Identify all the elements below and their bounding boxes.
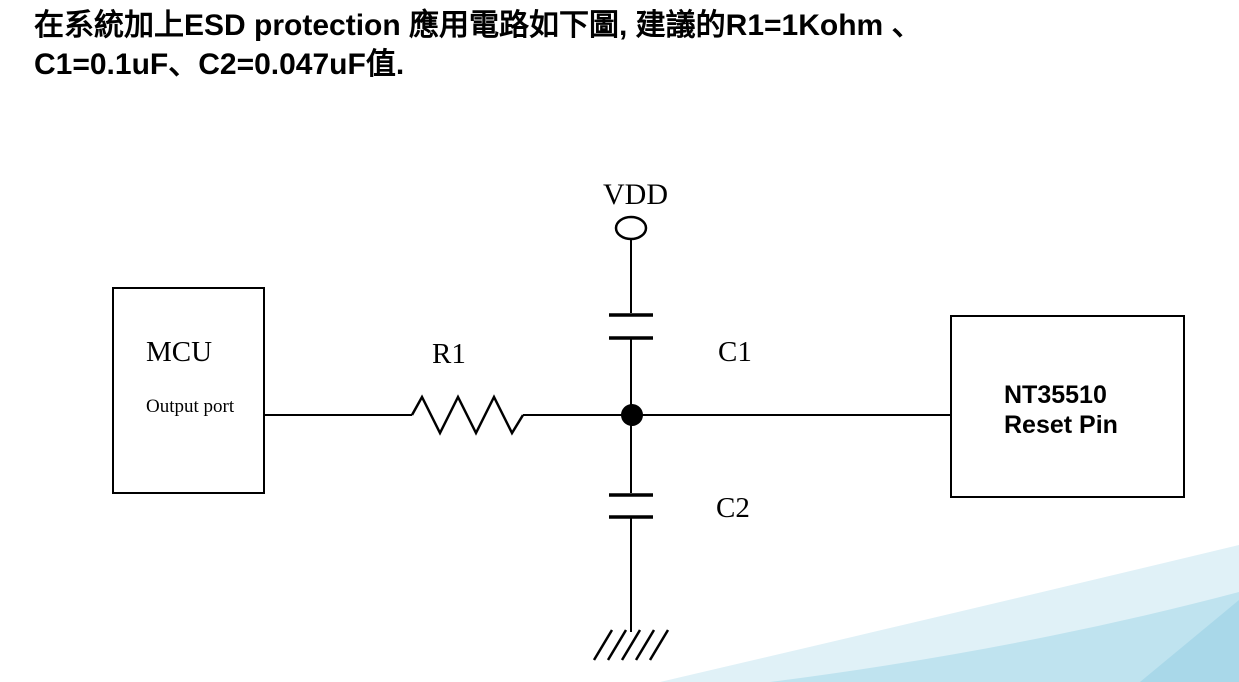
r1-label: R1 xyxy=(432,338,466,370)
page-title: 在系統加上ESD protection 應用電路如下圖, 建議的R1=1Kohm… xyxy=(34,6,1214,84)
decorative-corner-triangle xyxy=(1140,600,1239,682)
ic-label-line2: Reset Pin xyxy=(1004,411,1118,439)
capacitor-c1-symbol xyxy=(609,313,653,340)
mcu-box xyxy=(112,287,265,494)
vdd-label: VDD xyxy=(603,178,668,211)
resistor-r1-symbol xyxy=(410,394,525,436)
ground-symbol xyxy=(592,629,670,661)
ic-label-line1: NT35510 xyxy=(1004,381,1107,409)
vdd-terminal-icon xyxy=(614,215,648,241)
junction-dot xyxy=(621,404,643,426)
nt35510-box xyxy=(950,315,1185,498)
title-line-1: 在系統加上ESD protection 應用電路如下圖, 建議的R1=1Kohm… xyxy=(34,9,922,42)
c1-label: C1 xyxy=(718,336,752,368)
c2-label: C2 xyxy=(716,492,750,524)
decorative-wave xyxy=(770,592,1239,682)
mcu-port-label: Output port xyxy=(146,396,235,417)
decorative-corner-shapes xyxy=(660,545,1239,682)
ic-label: NT35510 Reset Pin xyxy=(1004,380,1118,440)
capacitor-c2-symbol xyxy=(609,493,653,519)
mcu-label: MCU xyxy=(146,336,213,368)
title-line-2: C1=0.1uF、C2=0.047uF值. xyxy=(34,48,405,81)
